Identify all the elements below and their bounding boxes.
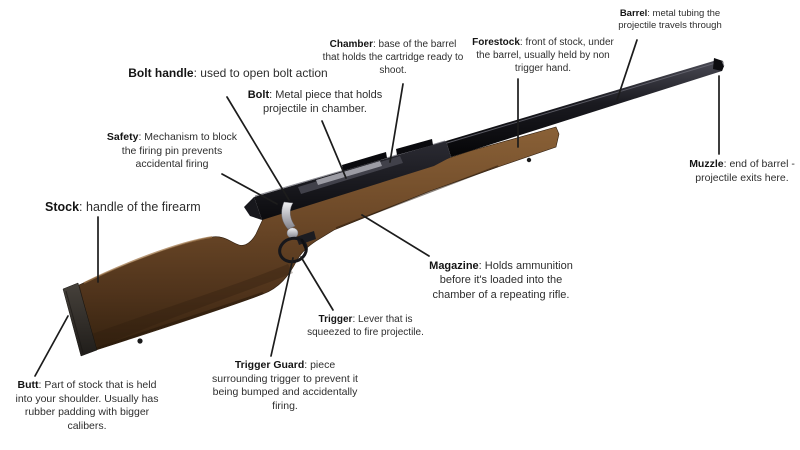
label-chamber-term: Chamber	[329, 39, 373, 50]
label-bolt: Bolt: Metal piece that holds projectile …	[240, 88, 390, 117]
forestock-shade-line	[335, 165, 499, 229]
label-magazine-term: Magazine	[429, 260, 479, 272]
leader-line-safety	[221, 173, 278, 205]
stock-toe-line	[95, 291, 264, 351]
bolt-body-chrome	[316, 161, 382, 185]
leader-line-barrel	[616, 39, 638, 101]
butt-swivel-stud	[137, 338, 143, 344]
label-safety-term: Safety	[106, 131, 139, 143]
label-barrel-desc: : metal tubing the projectile travels th…	[618, 8, 722, 32]
label-trigger-desc: : Lever that is squeezed to fire project…	[307, 314, 424, 338]
stock-lower-shadow	[92, 264, 293, 348]
forestock-swivel-stud	[526, 157, 532, 163]
butt-pad-seam	[65, 290, 84, 354]
leader-line-trigger	[300, 256, 334, 311]
leader-line-butt	[34, 315, 69, 377]
label-safety-desc: : Mechanism to block the firing pin prev…	[121, 131, 238, 171]
barrel-shape	[446, 60, 724, 157]
label-magazine-desc: : Holds ammunition before it's loaded in…	[432, 260, 573, 301]
leader-line-bolt	[321, 120, 347, 179]
label-bolt-desc: : Metal piece that holds projectile in c…	[263, 89, 383, 116]
leader-line-bolt-handle	[226, 96, 290, 201]
label-stock-desc: : handle of the firearm	[79, 200, 201, 214]
label-butt: Butt: Part of stock that is held into yo…	[8, 379, 166, 434]
label-bolt-handle-term: Bolt handle	[128, 66, 194, 80]
label-muzzle-desc: : end of barrel - projectile exits here.	[695, 158, 795, 184]
label-trigger-guard: Trigger Guard: piece surrounding trigger…	[210, 359, 360, 414]
label-forestock-term: Forestock	[472, 37, 520, 48]
label-butt-term: Butt	[17, 379, 39, 391]
label-bolt-term: Bolt	[247, 89, 270, 101]
leader-line-magazine	[361, 214, 430, 257]
leader-lines	[34, 39, 720, 377]
label-stock: Stock: handle of the firearm	[45, 199, 201, 215]
label-trigger-guard-term: Trigger Guard	[234, 359, 305, 371]
label-trigger: Trigger: Lever that is squeezed to fire …	[298, 313, 433, 339]
trigger-blade	[300, 238, 308, 251]
bolt-handle-stem	[281, 201, 296, 230]
label-forestock-desc: : front of stock, under the barrel, usua…	[476, 37, 614, 74]
scope-base-front	[396, 139, 433, 155]
label-muzzle-term: Muzzle	[689, 158, 724, 170]
stock-comb-highlight	[83, 236, 213, 284]
barrel-top-highlight	[446, 61, 720, 144]
label-trigger-guard-desc: : piece surrounding trigger to prevent i…	[212, 359, 358, 412]
label-stock-term: Stock	[45, 200, 80, 214]
scope-base-rear	[342, 152, 387, 171]
label-bolt-handle-desc: : used to open bolt action	[193, 66, 328, 80]
label-barrel: Barrel: metal tubing the projectile trav…	[610, 8, 730, 33]
label-magazine: Magazine: Holds ammunition before it's l…	[425, 259, 577, 302]
label-safety: Safety: Mechanism to block the firing pi…	[106, 131, 238, 172]
label-butt-desc: : Part of stock that is held into your s…	[15, 379, 159, 432]
label-barrel-term: Barrel	[619, 8, 648, 19]
label-chamber: Chamber: base of the barrel that holds t…	[322, 38, 464, 77]
receiver-tang	[244, 197, 262, 220]
label-trigger-term: Trigger	[318, 314, 353, 325]
muzzle-cap	[713, 58, 724, 71]
bolt-handle-knob	[286, 227, 299, 239]
butt-pad-shape	[62, 282, 98, 357]
muzzle-tip-edge	[721, 60, 725, 67]
label-bolt-handle: Bolt handle: used to open bolt action	[128, 66, 328, 82]
leader-line-trigger-guard	[270, 257, 294, 357]
label-muzzle: Muzzle: end of barrel - projectile exits…	[684, 158, 800, 185]
label-forestock: Forestock: front of stock, under the bar…	[472, 36, 614, 75]
label-chamber-desc: : base of the barrel that holds the cart…	[322, 39, 464, 76]
leader-line-chamber	[389, 83, 404, 163]
